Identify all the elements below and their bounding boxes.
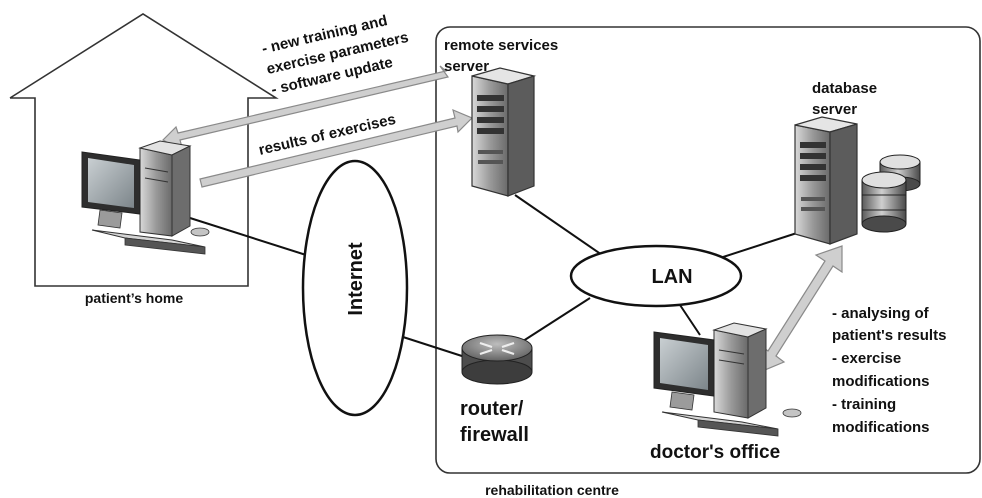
remote-server-label-line2: server (444, 58, 489, 75)
internet-cloud: Internet (301, 159, 409, 417)
lan-hub: LAN (569, 244, 743, 308)
database-server-label-line2: server (812, 101, 857, 118)
doctor-task-line: - exercise (832, 350, 901, 367)
link-remote-lan (514, 194, 606, 258)
doctor-tasks-list: - analysing of patient's results - exerc… (832, 305, 946, 436)
link-router-lan (519, 297, 591, 344)
router-icon (461, 334, 533, 385)
downlink-arrow (162, 65, 450, 153)
link-internet-router (402, 336, 466, 358)
lan-label: LAN (651, 266, 692, 288)
doctor-db-arrow (759, 245, 843, 373)
remote-server-icon (471, 67, 537, 197)
doctor-task-line: modifications (832, 373, 930, 390)
remote-server-label-line1: remote services (444, 37, 558, 54)
patient-computer-icon (81, 140, 210, 255)
router-label-line1: router/ (460, 398, 524, 420)
centre-label: rehabilitation centre (485, 482, 619, 498)
doctor-task-line: - analysing of (832, 305, 930, 322)
link-lan-doctor (679, 304, 701, 336)
uplink-arrow (199, 108, 474, 188)
database-server-label-line1: database (812, 80, 877, 97)
database-server-icon (794, 116, 858, 245)
home-label: patient’s home (85, 290, 183, 306)
doctor-office-label: doctor's office (650, 442, 780, 463)
doctor-task-line: patient's results (832, 327, 946, 344)
home-house-outline (9, 13, 279, 287)
database-cylinders-icon (861, 154, 921, 233)
doctor-task-line: - training (832, 396, 896, 413)
internet-label: Internet (345, 242, 367, 316)
network-links (189, 194, 801, 358)
rehabilitation-centre-frame (435, 26, 981, 474)
doctor-task-line: modifications (832, 419, 930, 436)
link-lan-db (719, 231, 801, 259)
router-label-line2: firewall (460, 424, 529, 446)
doctor-computer-icon (653, 322, 802, 437)
link-home-internet (189, 217, 307, 256)
